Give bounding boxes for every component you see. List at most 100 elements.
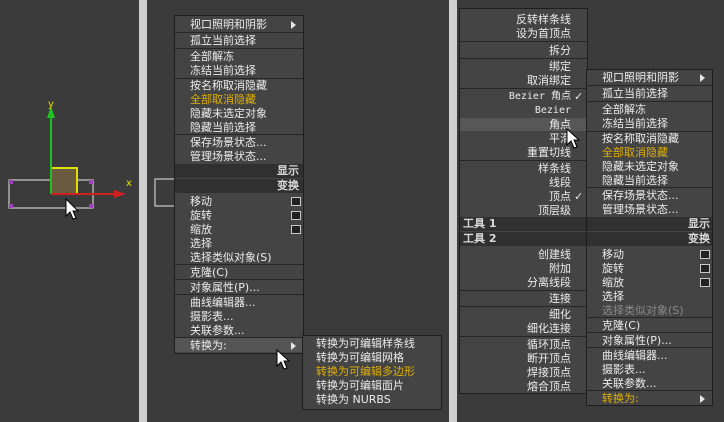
menu-item-unhide-by-name[interactable]: 按名称取消隐藏 [602,132,679,145]
menu-item-move[interactable]: 移动 [190,195,212,208]
menu-item-cycle-vertices[interactable]: 循环顶点 [527,338,571,351]
menu-item-connect[interactable]: 连接 [549,292,571,305]
menu-item-break-vertices[interactable]: 断开顶点 [527,352,571,365]
menu-item-viewport-lighting[interactable]: 视口照明和阴影 [190,18,267,31]
menu-item-select[interactable]: 选择 [602,290,624,303]
menu-item-convert-to[interactable]: 转换为: [190,339,227,352]
menu-item-wire-parameters[interactable]: 关联参数... [602,377,657,390]
separator-2 [449,0,457,422]
menu-item-segment[interactable]: 线段 [549,176,571,189]
menu-item-unfreeze-all[interactable]: 全部解冻 [602,103,646,116]
axis-label-y: y [48,99,54,110]
menu-item-make-first[interactable]: 设为首顶点 [516,27,571,40]
menu-item-move[interactable]: 移动 [602,248,624,261]
scale-settings-box-icon[interactable] [291,225,301,234]
menu-item-unhide-all[interactable]: 全部取消隐藏 [602,146,668,159]
menu-item-bind[interactable]: 绑定 [549,60,571,73]
quad-header-transform: 变换 [587,232,712,246]
quad-header-transform: 变换 [175,179,303,193]
menu-item-smooth[interactable]: 平滑 [549,132,571,145]
rotate-settings-box-icon[interactable] [700,264,710,273]
menu-item-wire-parameters[interactable]: 关联参数... [190,324,245,337]
submenu-convert-to: 转换为可编辑样条线 转换为可编辑网格 转换为可编辑多边形 转换为可编辑面片 转换… [302,335,442,410]
submenu-arrow-icon [700,74,705,82]
rotate-settings-box-icon[interactable] [291,211,301,220]
menu-item-object-properties[interactable]: 对象属性(P)... [602,334,672,347]
menu-item-select-similar[interactable]: 选择类似对象(S) [602,304,684,317]
menu-item-select-similar[interactable]: 选择类似对象(S) [190,251,272,264]
menu-item-dope-sheet[interactable]: 摄影表... [190,310,234,323]
menu-item-spline[interactable]: 样条线 [538,162,571,175]
menu-item-convert-to[interactable]: 转换为: [602,392,639,405]
menu-item-reset-tangents[interactable]: 重置切线 [527,146,571,159]
menu-item-convert-editable-mesh[interactable]: 转换为可编辑网格 [316,351,404,364]
menu-item-reverse-spline[interactable]: 反转样条线 [516,13,571,26]
menu-item-unfreeze-all[interactable]: 全部解冻 [190,50,234,63]
menu-item-weld-vertices[interactable]: 焊接顶点 [527,366,571,379]
menu-item-fuse-vertices[interactable]: 熔合顶点 [527,380,571,393]
quad-menu-left: 视口照明和阴影 孤立当前选择 全部解冻 冻结当前选择 按名称取消隐藏 全部取消隐… [174,15,304,354]
menu-item-save-scene-state[interactable]: 保存场景状态... [190,136,267,149]
menu-item-top-level[interactable]: 顶层级 [538,204,571,217]
move-settings-box-icon[interactable] [291,197,301,206]
menu-item-isolate-selection[interactable]: 孤立当前选择 [602,87,668,100]
menu-item-convert-to-highlight [175,338,303,352]
axis-label-x: x [126,178,132,189]
menu-item-create-line[interactable]: 创建线 [538,248,571,261]
menu-item-refine-connect[interactable]: 细化连接 [527,322,571,335]
menu-item-detach-segment[interactable]: 分离线段 [527,276,571,289]
scale-settings-box-icon[interactable] [700,278,710,287]
menu-item-hide-unselected[interactable]: 隐藏未选定对象 [602,160,679,173]
menu-item-freeze-selection[interactable]: 冻结当前选择 [190,64,256,77]
menu-item-freeze-selection[interactable]: 冻结当前选择 [602,117,668,130]
menu-item-attach[interactable]: 附加 [549,262,571,275]
menu-item-convert-nurbs[interactable]: 转换为 NURBS [316,393,391,406]
viewport-panel[interactable]: y x [0,0,139,422]
submenu-arrow-icon [700,395,705,403]
menu-item-bezier[interactable]: Bezier [534,105,571,116]
menu-item-viewport-lighting[interactable]: 视口照明和阴影 [602,71,679,84]
menu-item-convert-editable-patch[interactable]: 转换为可编辑面片 [316,379,404,392]
xy-plane-handle [51,168,77,194]
checkmark-icon: ✓ [574,90,584,103]
menu-item-rotate[interactable]: 旋转 [602,262,624,275]
menu-item-hide-unselected[interactable]: 隐藏未选定对象 [190,107,267,120]
menu-item-unhide-all[interactable]: 全部取消隐藏 [190,93,256,106]
menu-item-corner[interactable]: 角点 [549,118,571,131]
menu-item-clone[interactable]: 克隆(C) [190,266,229,279]
menu-item-unbind[interactable]: 取消绑定 [527,74,571,87]
menu-item-divide[interactable]: 拆分 [549,44,571,57]
menu-item-scale[interactable]: 缩放 [602,276,624,289]
menu-item-bezier-corner[interactable]: Bezier 角点 [508,91,571,102]
quad-header-tools-2: 工具 2 [460,232,587,246]
menu-item-manage-scene-states[interactable]: 管理场景状态... [602,203,679,216]
menu-item-vertex[interactable]: 顶点 [549,190,571,203]
menu-item-clone[interactable]: 克隆(C) [602,319,641,332]
spline-rectangle-partial [154,178,177,207]
menu-item-corner-highlight [460,118,587,131]
menu-item-save-scene-state[interactable]: 保存场景状态... [602,189,679,202]
menu-item-isolate-selection[interactable]: 孤立当前选择 [190,34,256,47]
menu-item-refine[interactable]: 细化 [549,308,571,321]
menu-item-curve-editor[interactable]: 曲线编辑器... [602,349,668,362]
menu-item-hide-selection[interactable]: 隐藏当前选择 [602,174,668,187]
menu-item-unhide-by-name[interactable]: 按名称取消隐藏 [190,79,267,92]
menu-item-hide-selection[interactable]: 隐藏当前选择 [190,121,256,134]
menu-item-curve-editor[interactable]: 曲线编辑器... [190,296,256,309]
menu-item-scale[interactable]: 缩放 [190,223,212,236]
quad-header-tools-1: 工具 1 [460,217,587,231]
mouse-cursor-icon [276,349,291,370]
transform-gizmo[interactable] [0,0,139,422]
menu-item-rotate[interactable]: 旋转 [190,209,212,222]
mouse-cursor-icon [65,197,80,220]
submenu-arrow-icon [291,342,296,350]
menu-item-select[interactable]: 选择 [190,237,212,250]
menu-item-convert-editable-poly[interactable]: 转换为可编辑多边形 [316,365,415,378]
quad-menu-spline-tools: 反转样条线 设为首顶点 拆分 绑定 取消绑定 Bezier 角点 ✓ Bezie… [459,8,588,394]
separator-1 [139,0,147,422]
menu-item-manage-scene-states[interactable]: 管理场景状态... [190,150,267,163]
menu-item-dope-sheet[interactable]: 摄影表... [602,363,646,376]
menu-item-object-properties[interactable]: 对象属性(P)... [190,281,260,294]
move-settings-box-icon[interactable] [700,250,710,259]
menu-item-convert-editable-spline[interactable]: 转换为可编辑样条线 [316,337,415,350]
